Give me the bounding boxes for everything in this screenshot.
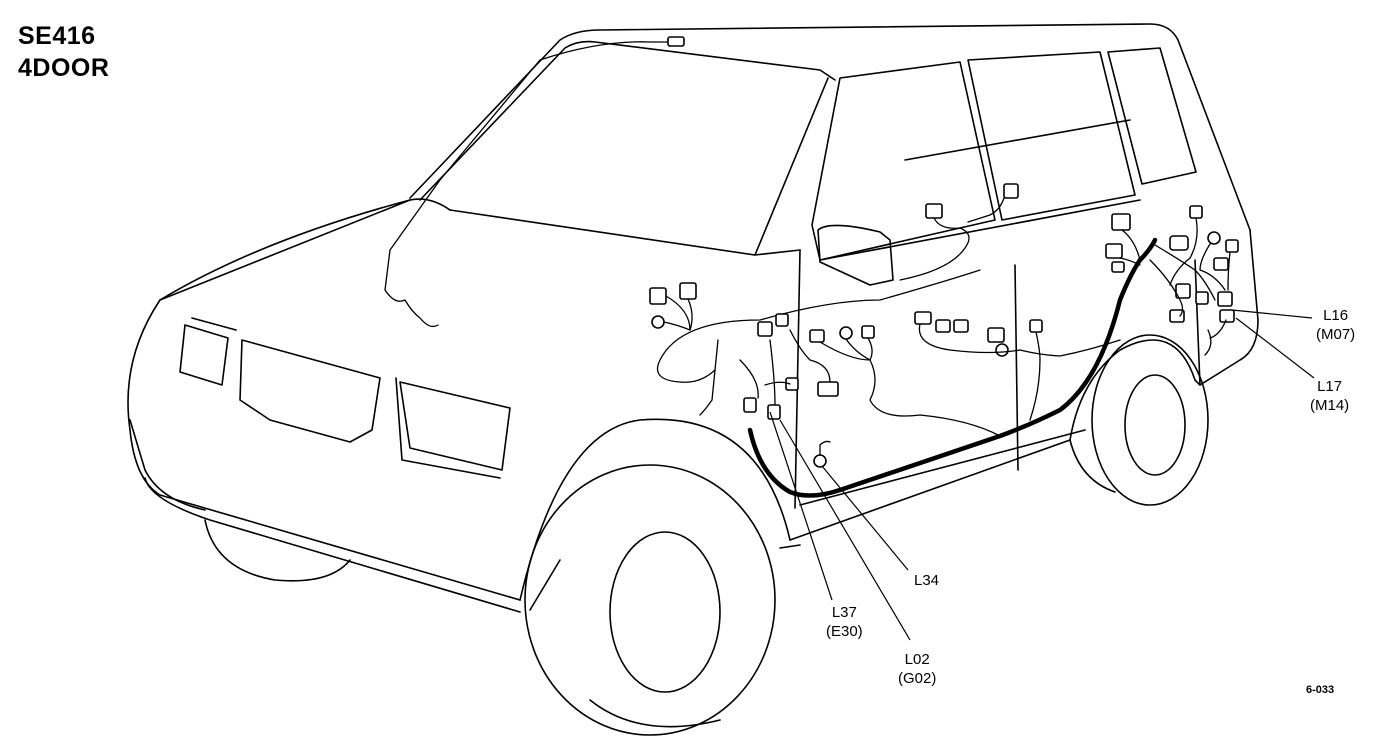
callout-l02-sub: (G02): [898, 670, 937, 687]
callout-l17: L17 (M14): [1310, 377, 1349, 415]
callout-l17-code: L17: [1317, 378, 1343, 395]
callout-leaders: [769, 309, 1315, 641]
wiring-harness: [384, 36, 1239, 498]
callout-l16-code: L16: [1323, 307, 1349, 324]
callout-l17-sub: (M14): [1310, 397, 1350, 414]
callout-l02-code: L02: [904, 651, 930, 668]
callout-l02: L02 (G02): [898, 650, 936, 688]
model-title: SE416: [18, 22, 96, 50]
callout-l16-sub: (M07): [1316, 326, 1356, 343]
door-count-title: 4DOOR: [18, 54, 110, 82]
callout-l16: L16 (M07): [1316, 306, 1355, 344]
figure-number: 6-033: [1306, 684, 1335, 696]
callout-l37-code: L37: [831, 604, 857, 621]
callout-l37: L37 (E30): [826, 603, 863, 641]
callout-l37-sub: (E30): [826, 623, 863, 640]
callout-l34: L34: [914, 571, 939, 590]
callout-l34-code: L34: [914, 572, 940, 589]
